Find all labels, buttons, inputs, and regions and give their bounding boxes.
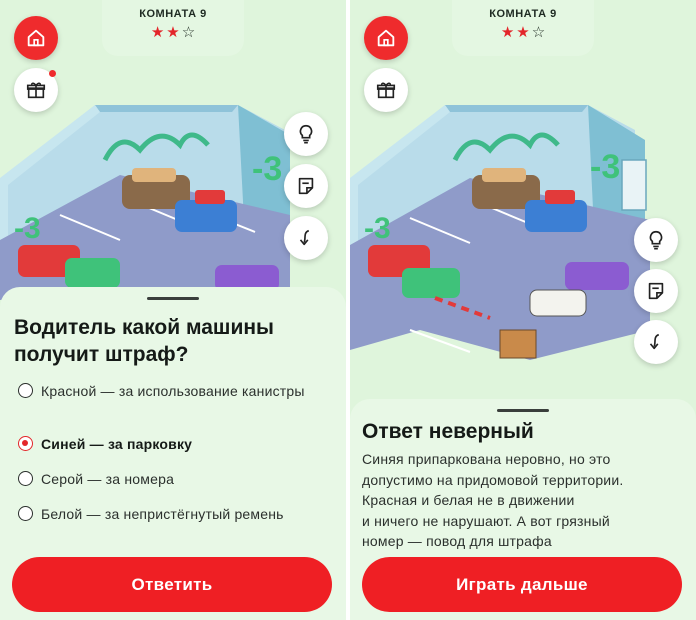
arrow-down-icon bbox=[649, 333, 660, 350]
star-icon: ★ bbox=[516, 24, 530, 41]
note-icon bbox=[298, 177, 314, 195]
svg-text:-3: -3 bbox=[252, 150, 282, 188]
sheet-handle[interactable] bbox=[147, 297, 199, 300]
room-header: КОМНАТА 9 ★★☆ bbox=[452, 0, 594, 56]
hint-button[interactable] bbox=[284, 112, 328, 156]
note-icon bbox=[648, 282, 664, 300]
svg-text:-3: -3 bbox=[14, 212, 41, 245]
result-screen: -3 -3 КОМНАТА 9 ★★☆ Ответ неверный bbox=[350, 0, 696, 620]
notes-button[interactable] bbox=[634, 269, 678, 313]
option-label: Синей — за парковку bbox=[41, 436, 193, 452]
gift-button[interactable] bbox=[14, 68, 58, 112]
explanation-line: и ничего не нарушают. А вот грязный bbox=[362, 512, 610, 529]
arrow-button[interactable] bbox=[284, 216, 328, 260]
svg-text:-3: -3 bbox=[364, 212, 391, 245]
arrow-down-icon bbox=[299, 229, 310, 246]
result-title: Ответ неверный bbox=[362, 420, 534, 443]
star-rating: ★★☆ bbox=[452, 24, 594, 42]
svg-text:-3: -3 bbox=[590, 148, 620, 186]
answer-option-gray[interactable]: Серой — за номера bbox=[18, 469, 328, 489]
gift-icon bbox=[376, 82, 396, 99]
result-explanation: Синяя припаркована неровно, но это допус… bbox=[362, 449, 688, 552]
star-icon: ★ bbox=[166, 24, 180, 41]
sheet-handle[interactable] bbox=[497, 409, 549, 412]
answer-option-red[interactable]: Красной — за использование канистры bbox=[18, 381, 328, 401]
explanation-line: номер — повод для штрафа bbox=[362, 533, 552, 549]
home-icon bbox=[27, 29, 45, 47]
room-title: КОМНАТА 9 bbox=[489, 8, 557, 20]
gift-icon bbox=[26, 82, 46, 99]
radio-button-selected[interactable] bbox=[18, 436, 33, 451]
home-button[interactable] bbox=[14, 16, 58, 60]
option-label: Серой — за номера bbox=[41, 471, 175, 487]
option-label: Белой — за непристёгнутый ремень bbox=[41, 506, 284, 522]
answer-button[interactable]: Ответить bbox=[12, 557, 332, 612]
room-title: КОМНАТА 9 bbox=[139, 8, 207, 20]
play-next-button[interactable]: Играть дальше bbox=[362, 557, 682, 612]
radio-button[interactable] bbox=[18, 506, 33, 521]
radio-button[interactable] bbox=[18, 383, 33, 398]
question-text: Водитель какой машины получит штраф? bbox=[14, 316, 274, 366]
notes-button[interactable] bbox=[284, 164, 328, 208]
question-screen: -3 -3 КОМНАТА 9 ★★☆ Водитель какой машин… bbox=[0, 0, 346, 620]
result-sheet: Ответ неверный Синяя припаркована неровн… bbox=[350, 399, 696, 620]
explanation-line: Красная и белая не в движении bbox=[362, 492, 575, 508]
answer-option-white[interactable]: Белой — за непристёгнутый ремень bbox=[18, 504, 328, 524]
star-rating: ★★☆ bbox=[102, 24, 244, 42]
star-icon: ★ bbox=[500, 24, 515, 41]
option-label: Красной — за использование канистры bbox=[41, 383, 305, 399]
star-outline-icon: ☆ bbox=[531, 24, 546, 41]
notification-dot bbox=[49, 70, 56, 77]
lightbulb-icon bbox=[649, 230, 663, 250]
radio-button[interactable] bbox=[18, 471, 33, 486]
gift-button[interactable] bbox=[364, 68, 408, 112]
answer-option-blue[interactable]: Синей — за парковку bbox=[18, 434, 328, 454]
home-button[interactable] bbox=[364, 16, 408, 60]
explanation-line: Синяя припаркована неровно, но это bbox=[362, 451, 611, 467]
lightbulb-icon bbox=[299, 124, 313, 144]
hint-button[interactable] bbox=[634, 218, 678, 262]
star-icon: ★ bbox=[150, 24, 165, 41]
star-outline-icon: ☆ bbox=[181, 24, 196, 41]
home-icon bbox=[377, 29, 395, 47]
arrow-button[interactable] bbox=[634, 320, 678, 364]
explanation-line: допустимо на придомовой территории. bbox=[362, 471, 624, 488]
room-header: КОМНАТА 9 ★★☆ bbox=[102, 0, 244, 56]
question-sheet: Водитель какой машины получит штраф? Кра… bbox=[0, 287, 346, 620]
